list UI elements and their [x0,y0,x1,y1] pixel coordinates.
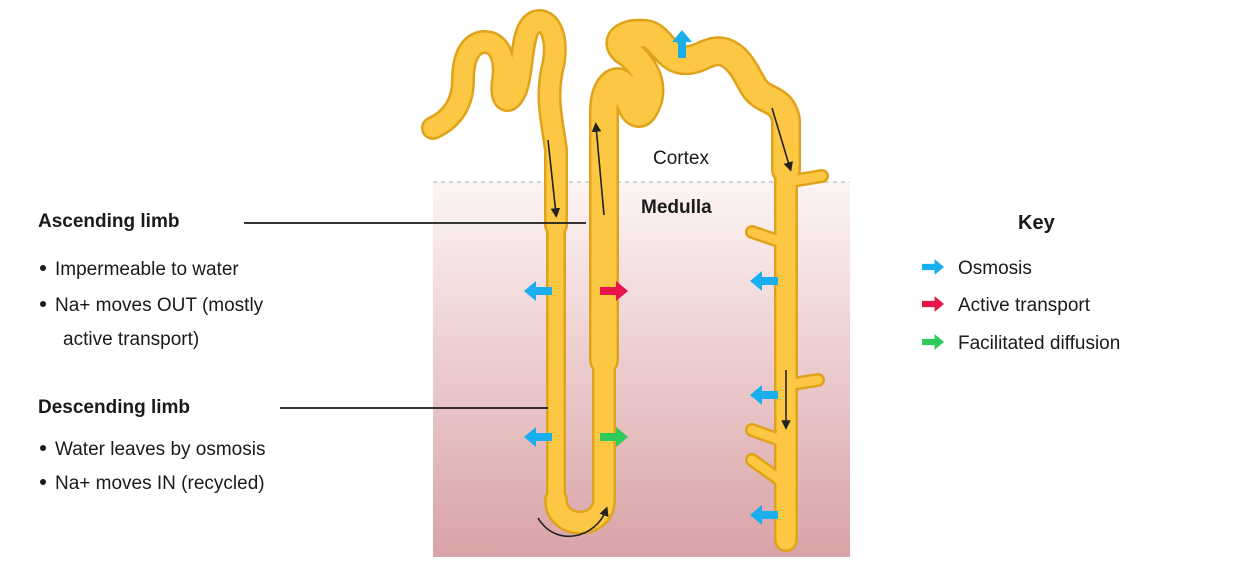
osmosis-key-arrow-icon [922,259,944,275]
flow-arrow-proximal [547,139,561,218]
nephron-tubule [421,9,829,552]
osmosis-arrow-icon [750,271,778,291]
flow-arrow-loop-turn [537,506,609,537]
descending-bullet-2: Na+ moves IN (recycled) [40,473,265,495]
key-item-active-transport: Active transport [922,295,1090,317]
ascending-bullet-2: Na+ moves OUT (mostly [40,295,263,317]
cortex-label: Cortex [653,148,709,169]
facilitated-diffusion-arrow-icon [600,427,628,447]
flow-arrow-distal [771,107,793,172]
osmosis-up-arrow-icon [672,30,692,58]
facilitated-diffusion-key-arrow-icon [922,334,944,350]
ascending-bullet-2-cont: active transport) [63,329,200,350]
key-item-osmosis: Osmosis [922,258,1032,280]
medulla-label: Medulla [641,197,712,218]
ascending-limb-heading: Ascending limb [38,211,180,232]
osmosis-arrow-icon [750,385,778,405]
transport-arrows [524,30,778,525]
key-item-facilitated-diffusion: Facilitated diffusion [922,333,1120,355]
osmosis-arrow-icon [524,281,552,301]
descending-limb-heading: Descending limb [38,397,191,418]
ascending-bullet-1: Impermeable to water [40,259,239,281]
osmosis-arrow-icon [750,505,778,525]
active-transport-key-arrow-icon [922,296,944,312]
active-transport-arrow-icon [600,281,628,301]
descending-bullet-1: Water leaves by osmosis [40,439,265,461]
osmosis-arrow-icon [524,427,552,447]
key-title: Key [1018,212,1055,234]
flow-arrow-ascending [591,122,605,216]
flow-arrows [537,107,793,537]
